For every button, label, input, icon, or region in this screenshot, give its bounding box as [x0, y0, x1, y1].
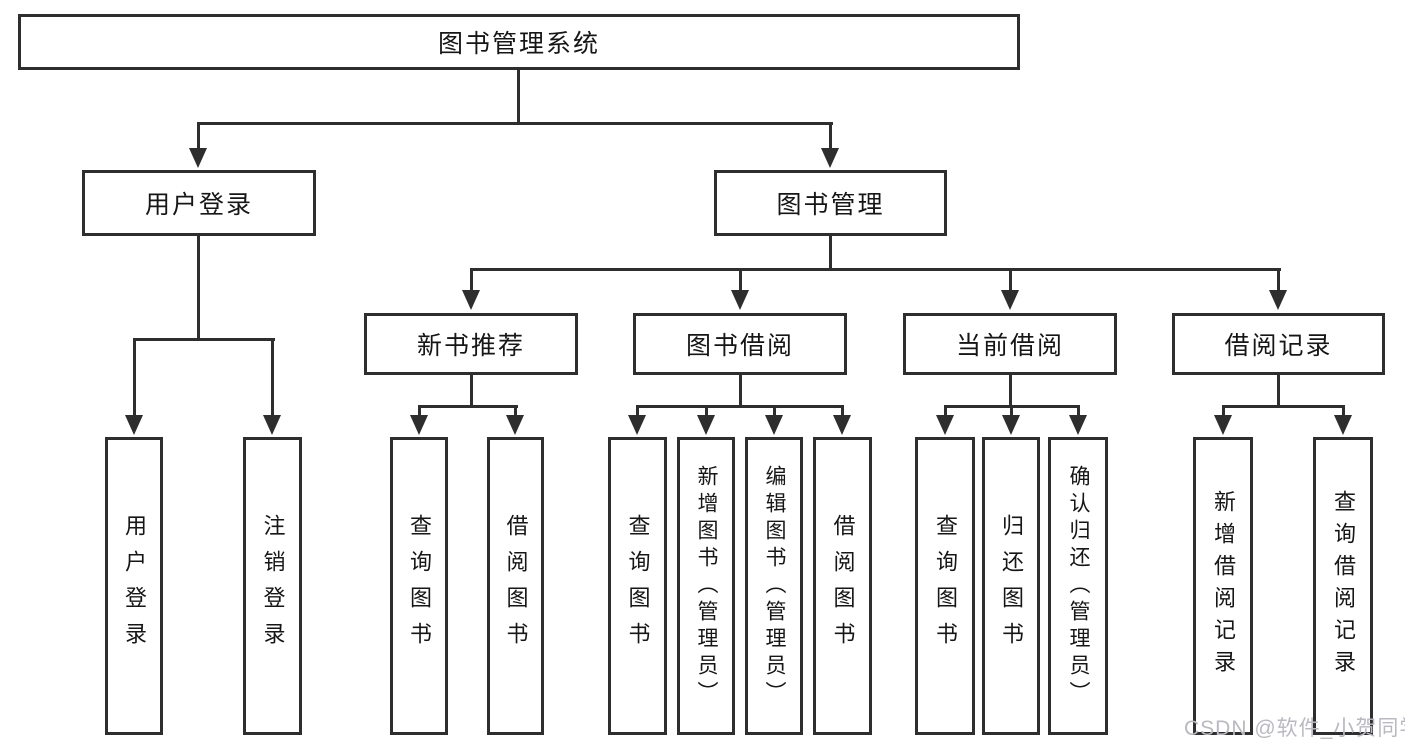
connector-line — [739, 375, 742, 407]
arrow-down-icon — [1269, 290, 1287, 310]
arrow-down-icon — [462, 290, 480, 310]
connector-line — [133, 338, 136, 417]
node-current-borrow: 当前借阅 — [903, 313, 1117, 375]
leaf-user-login: 用户登录 — [105, 437, 163, 735]
arrow-down-icon — [189, 148, 207, 168]
node-book-management: 图书管理 — [714, 170, 947, 236]
node-book-borrow: 图书借阅 — [633, 313, 847, 375]
connector-line — [418, 405, 518, 408]
arrow-down-icon — [410, 415, 428, 435]
connector-line — [470, 268, 473, 292]
connector-line — [1222, 405, 1345, 408]
arrow-down-icon — [628, 415, 646, 435]
arrow-down-icon — [731, 290, 749, 310]
connector-line — [829, 122, 832, 150]
leaf-query-books-borrow: 查询图书 — [608, 437, 667, 735]
leaf-confirm-return-admin: 确认归还（管理员） — [1048, 437, 1108, 735]
leaf-add-book-admin: 新增图书（管理员） — [677, 437, 735, 735]
leaf-return-books: 归还图书 — [982, 437, 1040, 735]
connector-line — [517, 70, 520, 125]
node-borrow-records: 借阅记录 — [1172, 313, 1385, 375]
arrow-down-icon — [1334, 415, 1352, 435]
connector-line — [1010, 405, 1013, 417]
connector-line — [418, 405, 421, 417]
connector-line — [841, 405, 844, 417]
arrow-down-icon — [506, 415, 524, 435]
connector-line — [470, 268, 1281, 271]
connector-line — [271, 338, 274, 417]
arrow-down-icon — [936, 415, 954, 435]
arrow-down-icon — [821, 148, 839, 168]
leaf-logout: 注销登录 — [243, 437, 302, 735]
connector-line — [636, 405, 844, 408]
connector-line — [133, 338, 275, 341]
connector-line — [636, 405, 639, 417]
connector-line — [1277, 375, 1280, 407]
leaf-borrow-books-recommend: 借阅图书 — [487, 437, 544, 735]
arrow-down-icon — [263, 415, 281, 435]
connector-line — [944, 405, 947, 417]
connector-line — [470, 375, 473, 407]
connector-line — [739, 268, 742, 292]
connector-line — [514, 405, 517, 417]
leaf-query-borrow-record: 查询借阅记录 — [1313, 437, 1373, 735]
arrow-down-icon — [1002, 415, 1020, 435]
node-library-management-system: 图书管理系统 — [18, 14, 1020, 70]
arrow-down-icon — [697, 415, 715, 435]
leaf-borrow-books-borrow: 借阅图书 — [813, 437, 872, 735]
arrow-down-icon — [1069, 415, 1087, 435]
node-user-login: 用户登录 — [82, 170, 316, 236]
connector-line — [1009, 268, 1012, 292]
csdn-watermark: CSDN @软件_小贺同学 — [1184, 717, 1405, 740]
connector-line — [197, 122, 200, 150]
connector-line — [197, 236, 200, 340]
arrow-down-icon — [1214, 415, 1232, 435]
connector-line — [705, 405, 708, 417]
connector-line — [197, 122, 833, 125]
connector-line — [1222, 405, 1225, 417]
leaf-add-borrow-record: 新增借阅记录 — [1193, 437, 1253, 735]
connector-line — [1009, 375, 1012, 407]
leaf-query-books-recommend: 查询图书 — [390, 437, 448, 735]
connector-line — [829, 236, 832, 270]
connector-line — [1342, 405, 1345, 417]
connector-line — [1277, 268, 1280, 292]
node-new-book-recommend: 新书推荐 — [364, 313, 578, 375]
leaf-edit-book-admin: 编辑图书（管理员） — [745, 437, 803, 735]
arrow-down-icon — [765, 415, 783, 435]
leaf-query-books-current: 查询图书 — [915, 437, 975, 735]
arrow-down-icon — [833, 415, 851, 435]
arrow-down-icon — [125, 415, 143, 435]
arrow-down-icon — [1001, 290, 1019, 310]
connector-line — [773, 405, 776, 417]
connector-line — [1077, 405, 1080, 417]
